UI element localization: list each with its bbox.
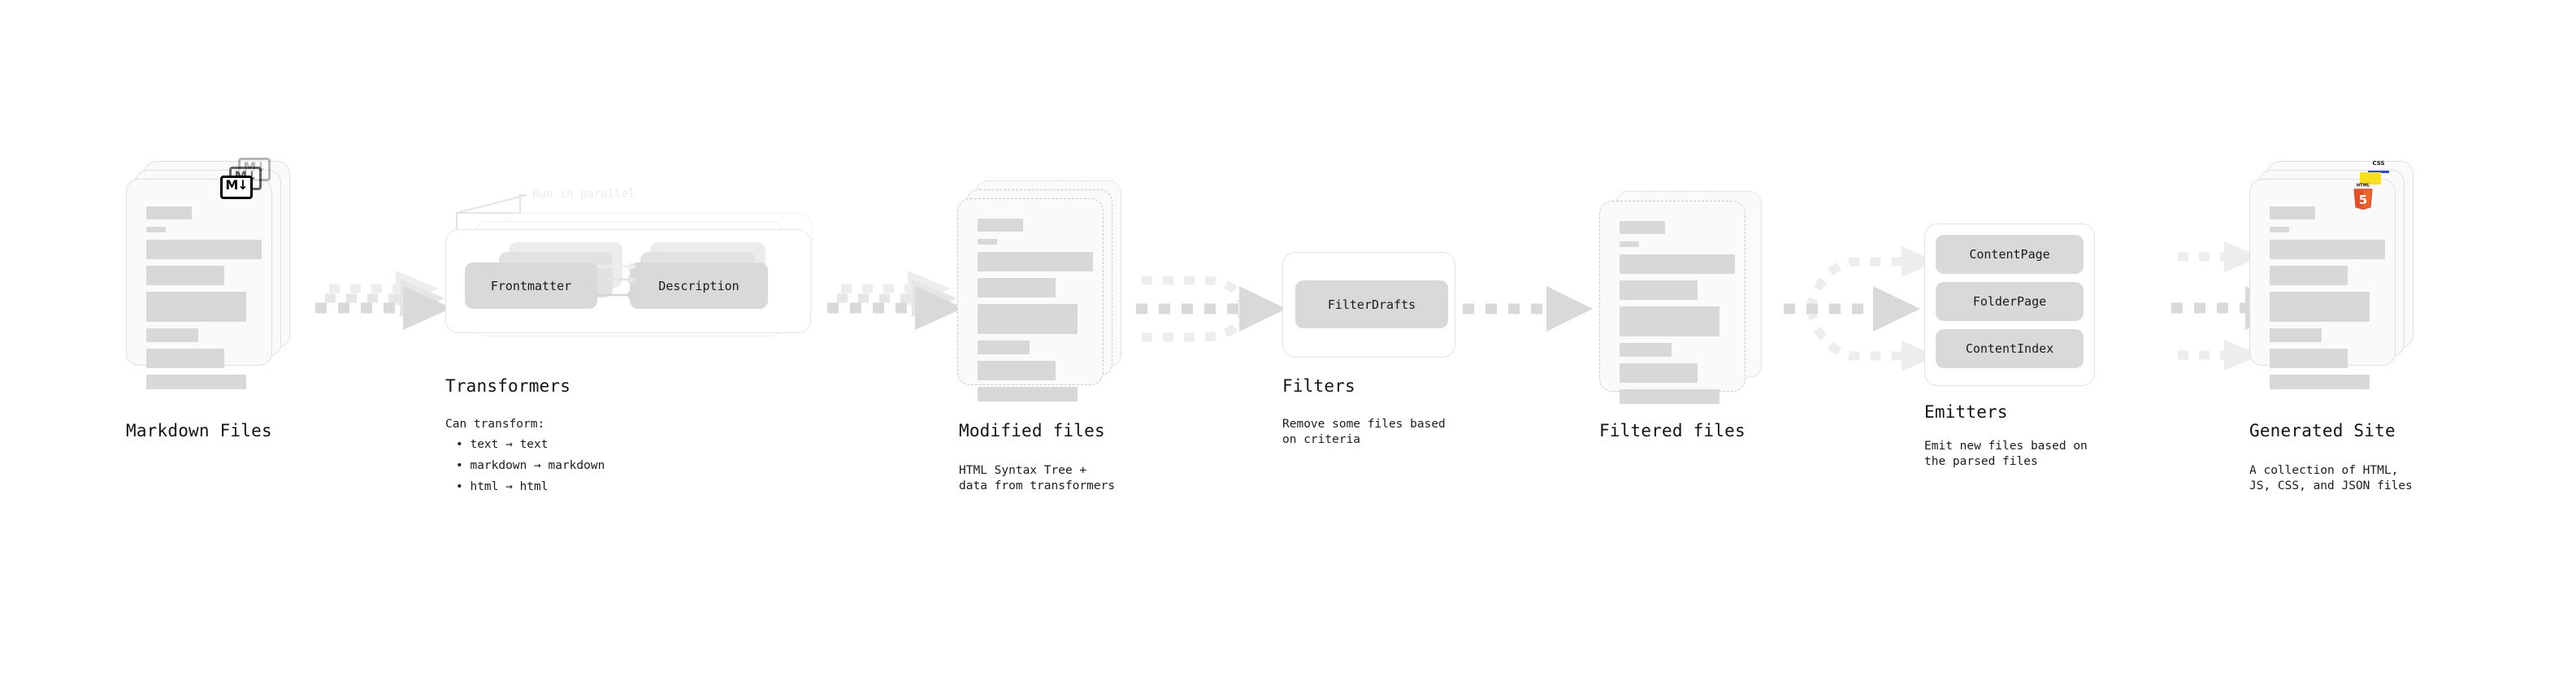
doc-bar <box>146 240 262 259</box>
doc-bar <box>2270 227 2289 232</box>
desc-filters: Remove some files based on criteria <box>1282 418 1446 446</box>
note-run-in-parallel: Run in parallel <box>532 188 635 201</box>
title-generated-site: Generated Site <box>2249 421 2396 440</box>
arrow-filters-to-filtered <box>1463 286 1593 332</box>
desc-generated-site: A collection of HTML, JS, CSS, and JSON … <box>2249 464 2413 492</box>
doc-bar <box>1620 241 1639 247</box>
doc-bar <box>978 361 1056 380</box>
doc-bar <box>1620 389 1720 404</box>
arrow-transformers-to-modified <box>827 271 964 330</box>
stage-modified-files <box>957 180 1144 424</box>
doc-bar <box>146 266 224 285</box>
doc-bar <box>1620 254 1735 274</box>
title-markdown-files: Markdown Files <box>126 421 272 440</box>
doc-bar <box>1620 363 1698 383</box>
filter-chip-filterdrafts[interactable]: FilterDrafts <box>1295 280 1448 328</box>
desc-emitters: Emit new files based on the parsed files <box>1924 440 2088 468</box>
desc-transformers-rule-3: • html → html <box>456 480 549 493</box>
doc-bar <box>2270 206 2315 219</box>
doc-bar <box>2270 266 2348 285</box>
markdown-card-front <box>126 179 272 389</box>
doc-bar <box>2270 375 2370 389</box>
html5-icon: HTML 5 <box>2351 182 2375 211</box>
stage-markdown-files: M↓ M↓ M↓ <box>126 158 313 405</box>
title-filtered-files: Filtered files <box>1599 421 1746 440</box>
doc-bar <box>978 219 1023 232</box>
transformer-chip-description-label: Description <box>658 278 739 293</box>
arrow-modified-to-filters <box>1136 275 1286 342</box>
doc-bar <box>2270 292 2370 322</box>
doc-bar <box>978 252 1093 271</box>
filtered-card-front <box>1599 201 1746 404</box>
css-icon: CSS <box>2368 160 2389 173</box>
doc-bar <box>978 340 1030 354</box>
title-filters: Filters <box>1282 376 1355 396</box>
doc-bar <box>978 387 1078 401</box>
doc-bar <box>146 349 224 368</box>
desc-transformers-rule-1: • text → text <box>456 438 549 451</box>
emitter-chip-contentpage-label: ContentPage <box>1969 247 2050 262</box>
transformer-chip-frontmatter[interactable]: Frontmatter <box>465 262 597 309</box>
doc-bar <box>146 328 198 342</box>
stage-generated-site: CSS HTML 5 <box>2249 160 2444 405</box>
modified-card-front <box>957 198 1104 401</box>
emitter-chip-contentindex[interactable]: ContentIndex <box>1936 329 2084 368</box>
desc-modified-files: HTML Syntax Tree + data from transformer… <box>959 464 1116 492</box>
doc-bar <box>2270 328 2322 342</box>
site-card-front <box>2249 179 2396 389</box>
title-transformers: Transformers <box>445 376 571 396</box>
doc-bar <box>146 292 246 322</box>
arrow-markdown-to-transformers <box>315 271 452 330</box>
markdown-icon: M↓ <box>220 176 253 199</box>
emitter-chip-contentpage[interactable]: ContentPage <box>1936 235 2084 274</box>
doc-bar <box>2270 349 2348 368</box>
emitter-chip-contentindex-label: ContentIndex <box>1965 341 2054 356</box>
stage-emitters: ContentPage FolderPage ContentIndex <box>1924 223 2111 402</box>
doc-bar <box>146 375 246 389</box>
js-icon <box>2360 172 2381 184</box>
stage-transformers: Frontmatter Description <box>445 213 827 374</box>
doc-bar <box>146 227 166 232</box>
doc-bar <box>1620 280 1698 300</box>
svg-text:5: 5 <box>2359 193 2367 207</box>
stage-filtered-files <box>1599 191 1786 435</box>
svg-text:HTML: HTML <box>2357 183 2370 188</box>
desc-transformers-rule-2: • markdown → markdown <box>456 459 605 472</box>
transformer-chip-description[interactable]: Description <box>630 262 768 309</box>
title-modified-files: Modified files <box>959 421 1105 440</box>
transformer-internal-arrows <box>597 262 638 299</box>
filter-chip-filterdrafts-label: FilterDrafts <box>1327 297 1416 312</box>
stage-filters: FilterDrafts <box>1282 252 1461 358</box>
emitter-chip-folderpage-label: FolderPage <box>1972 294 2047 309</box>
doc-bar <box>978 304 1078 334</box>
doc-bar <box>1620 343 1672 357</box>
arrow-filtered-to-emitters <box>1784 246 1936 371</box>
emitter-chip-folderpage[interactable]: FolderPage <box>1936 282 2084 321</box>
doc-bar <box>978 239 997 245</box>
doc-bar <box>978 278 1056 297</box>
doc-bar <box>146 206 192 219</box>
doc-bar <box>1620 221 1665 234</box>
transformer-chip-frontmatter-label: Frontmatter <box>490 278 572 293</box>
doc-bar <box>1620 306 1720 336</box>
doc-bar <box>2270 240 2385 259</box>
title-emitters: Emitters <box>1924 402 2008 422</box>
desc-transformers-intro: Can transform: <box>445 418 545 431</box>
